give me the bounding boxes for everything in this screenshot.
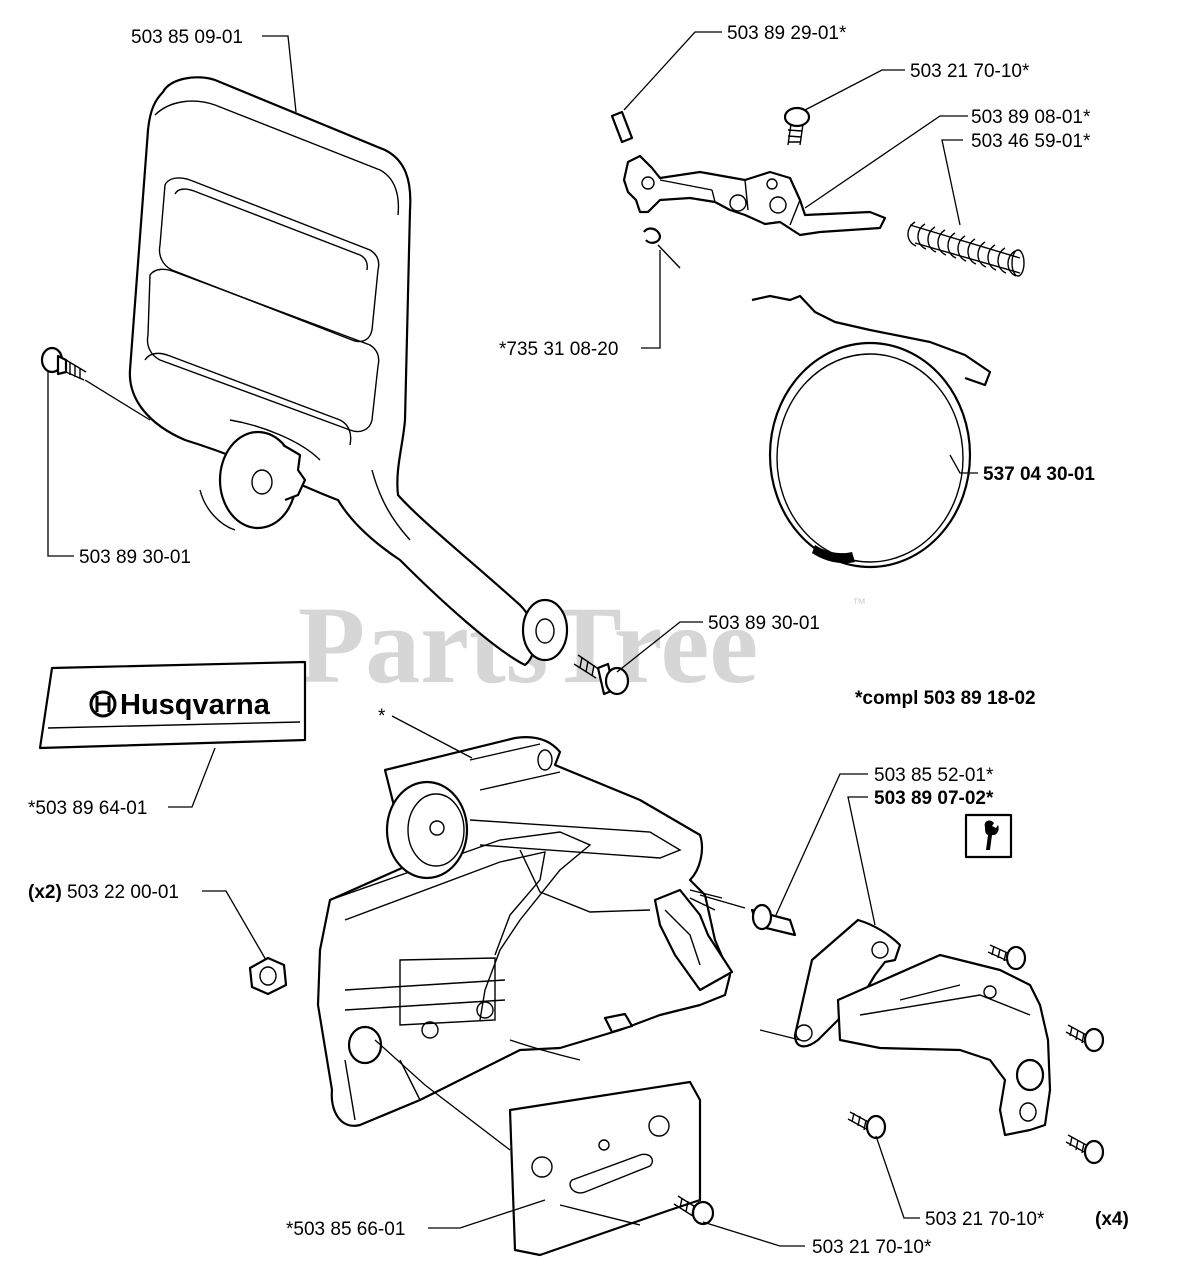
leader-clutch-cover — [262, 35, 297, 113]
label-screw-top: 503 21 70-10* — [910, 61, 1030, 82]
label-screw-mid: 503 89 30-01 — [708, 613, 820, 634]
leader-screw-mid — [616, 621, 703, 673]
brake-lever-assembly — [610, 110, 887, 269]
label-decal: *503 89 64-01 — [28, 798, 147, 819]
leader-plate-hole — [374, 1039, 511, 1151]
screw-right-2 — [1065, 1024, 1105, 1053]
leader-screw-bottom — [702, 1221, 805, 1247]
husqvarna-logo-icon — [89, 690, 117, 718]
leader-screw-right — [875, 1135, 920, 1219]
leader-catcher-lower — [759, 1029, 801, 1041]
chain-catcher — [793, 918, 1052, 1137]
label-brake-band: 537 04 30-01 — [983, 464, 1095, 485]
pin-bottom — [699, 894, 797, 937]
screw-bottom — [673, 1195, 715, 1226]
leader-circlip — [641, 250, 661, 349]
decal-brand-text: Husqvarna — [120, 689, 271, 721]
label-lever: 503 89 08-01* — [971, 107, 1091, 128]
guide-plate — [508, 1080, 702, 1257]
leader-pin — [623, 31, 722, 111]
label-compl: *compl 503 89 18-02 — [855, 688, 1036, 709]
label-spring: 503 46 59-01* — [971, 131, 1091, 152]
nut — [248, 956, 288, 996]
leader-pin-bottom — [775, 773, 868, 916]
brake-band — [751, 294, 992, 569]
label-screw-bottom: 503 21 70-10* — [812, 1237, 932, 1258]
service-tool-box — [964, 813, 1013, 859]
label-circlip: *735 31 08-20 — [499, 339, 618, 360]
wrench-icon — [984, 820, 999, 850]
screw-right-1 — [987, 944, 1027, 971]
screw-middle — [573, 654, 630, 696]
label-pin: 503 89 29-01* — [727, 23, 847, 44]
leader-plate — [428, 1199, 546, 1229]
watermark-trademark: ™ — [852, 595, 866, 611]
label-clutch-cover: 503 85 09-01 — [131, 27, 243, 48]
screw-left — [40, 346, 87, 381]
label-pin-bottom: 503 85 52-01* — [874, 765, 994, 786]
screw-top — [783, 106, 811, 146]
chain-guard — [316, 736, 734, 1127]
label-nut-qty: (x2) — [28, 882, 62, 903]
label-screw-right: 503 21 70-10* — [925, 1209, 1045, 1230]
spring — [907, 221, 1025, 277]
label-screw-right-qty: (x4) — [1095, 1209, 1129, 1230]
leader-lever — [804, 115, 968, 209]
label-nut: 503 22 00-01 — [67, 882, 179, 903]
leader-brake-band — [949, 454, 978, 474]
screw-right-4 — [1065, 1134, 1105, 1165]
clutch-cover — [128, 76, 569, 667]
leader-spring — [941, 139, 963, 226]
leader-decal — [168, 747, 216, 808]
label-plate: *503 85 66-01 — [286, 1219, 405, 1240]
husqvarna-decal: Husqvarna — [38, 660, 307, 750]
leader-screw-cover — [84, 379, 151, 421]
leader-screw-left — [47, 372, 74, 557]
label-screw-left: 503 89 30-01 — [79, 547, 191, 568]
leader-guard — [847, 796, 876, 926]
label-guard: 503 89 07-02* — [874, 788, 994, 809]
screw-right-3 — [847, 1111, 887, 1140]
leader-screw-top — [804, 69, 905, 111]
label-asterisk: * — [378, 706, 386, 727]
leader-nut — [202, 890, 267, 961]
leader-asterisk — [391, 715, 473, 759]
